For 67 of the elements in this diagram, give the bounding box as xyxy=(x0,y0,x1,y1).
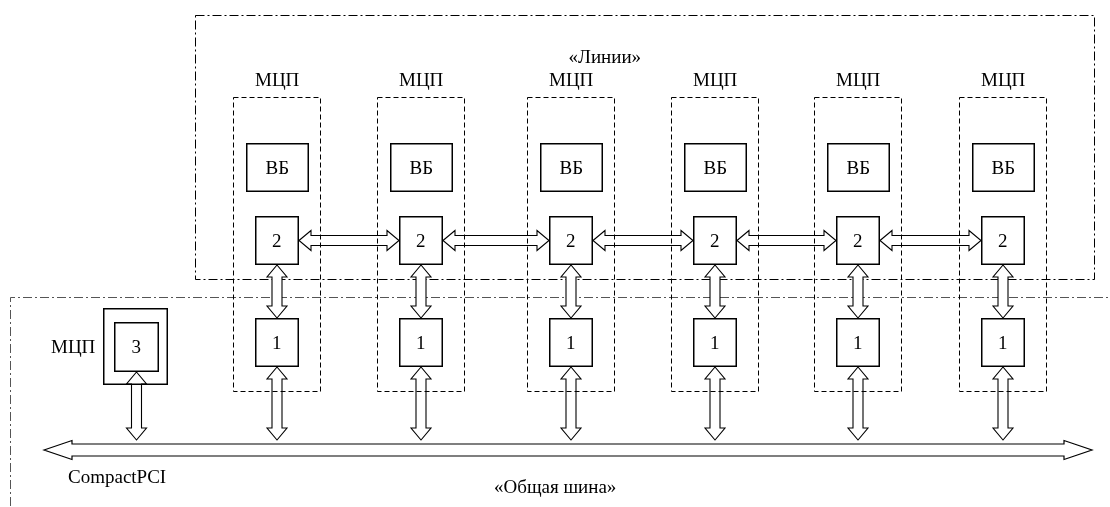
block xyxy=(684,143,747,192)
block-label: ВБ xyxy=(703,156,728,179)
block xyxy=(114,322,159,372)
double-arrow xyxy=(991,366,1015,441)
bus-label: «Общая шина» xyxy=(494,476,617,498)
double-arrow xyxy=(442,229,550,252)
module-label: МЦП xyxy=(51,335,96,358)
double-arrow xyxy=(592,229,694,252)
double-arrow xyxy=(846,264,870,319)
block xyxy=(255,318,299,367)
block-label: 1 xyxy=(710,331,720,354)
block xyxy=(693,318,737,367)
block-label: ВБ xyxy=(991,156,1016,179)
region-title: «Линии» xyxy=(568,46,642,68)
block xyxy=(255,216,299,265)
block-label: 2 xyxy=(998,229,1008,252)
double-arrow xyxy=(265,366,289,441)
module-label: МЦП xyxy=(693,69,738,91)
block xyxy=(549,318,593,367)
double-arrow xyxy=(265,264,289,319)
block xyxy=(827,143,890,192)
bus-label: CompactPCI xyxy=(68,466,167,488)
block-label: 1 xyxy=(416,331,426,354)
block-label: 1 xyxy=(272,331,282,354)
double-arrow xyxy=(703,366,727,441)
block-label: 1 xyxy=(566,331,576,354)
block xyxy=(981,216,1025,265)
block-label: 2 xyxy=(566,229,576,252)
block xyxy=(390,143,453,192)
double-arrow xyxy=(409,264,433,319)
double-arrow xyxy=(846,366,870,441)
block-label: ВБ xyxy=(409,156,434,179)
double-arrow xyxy=(559,264,583,319)
block-label: 2 xyxy=(272,229,282,252)
block-label: 2 xyxy=(416,229,426,252)
block-label: ВБ xyxy=(846,156,871,179)
block-label: 1 xyxy=(998,331,1008,354)
module-label: МЦП xyxy=(981,69,1026,91)
block-label: ВБ xyxy=(265,156,290,179)
double-arrow xyxy=(703,264,727,319)
block xyxy=(399,216,443,265)
block-label: 3 xyxy=(131,336,141,358)
module-label: МЦП xyxy=(399,69,444,91)
double-arrow xyxy=(879,229,982,252)
double-arrow xyxy=(298,229,400,252)
module-label: МЦП xyxy=(255,69,300,91)
block xyxy=(693,216,737,265)
block-label: 2 xyxy=(710,229,720,252)
double-arrow xyxy=(991,264,1015,319)
block xyxy=(399,318,443,367)
block-label: ВБ xyxy=(559,156,584,179)
block xyxy=(972,143,1035,192)
block xyxy=(549,216,593,265)
module-label: МЦП xyxy=(549,69,594,91)
double-arrow xyxy=(409,366,433,441)
bus-double-arrow xyxy=(43,440,1093,460)
block xyxy=(246,143,309,192)
module-label: МЦП xyxy=(836,69,881,91)
double-arrow xyxy=(559,366,583,441)
double-arrow xyxy=(736,229,837,252)
block xyxy=(836,216,880,265)
block-label: 1 xyxy=(853,331,863,354)
block-label: 2 xyxy=(853,229,863,252)
block xyxy=(981,318,1025,367)
double-arrow xyxy=(125,371,148,441)
block xyxy=(836,318,880,367)
block xyxy=(540,143,603,192)
